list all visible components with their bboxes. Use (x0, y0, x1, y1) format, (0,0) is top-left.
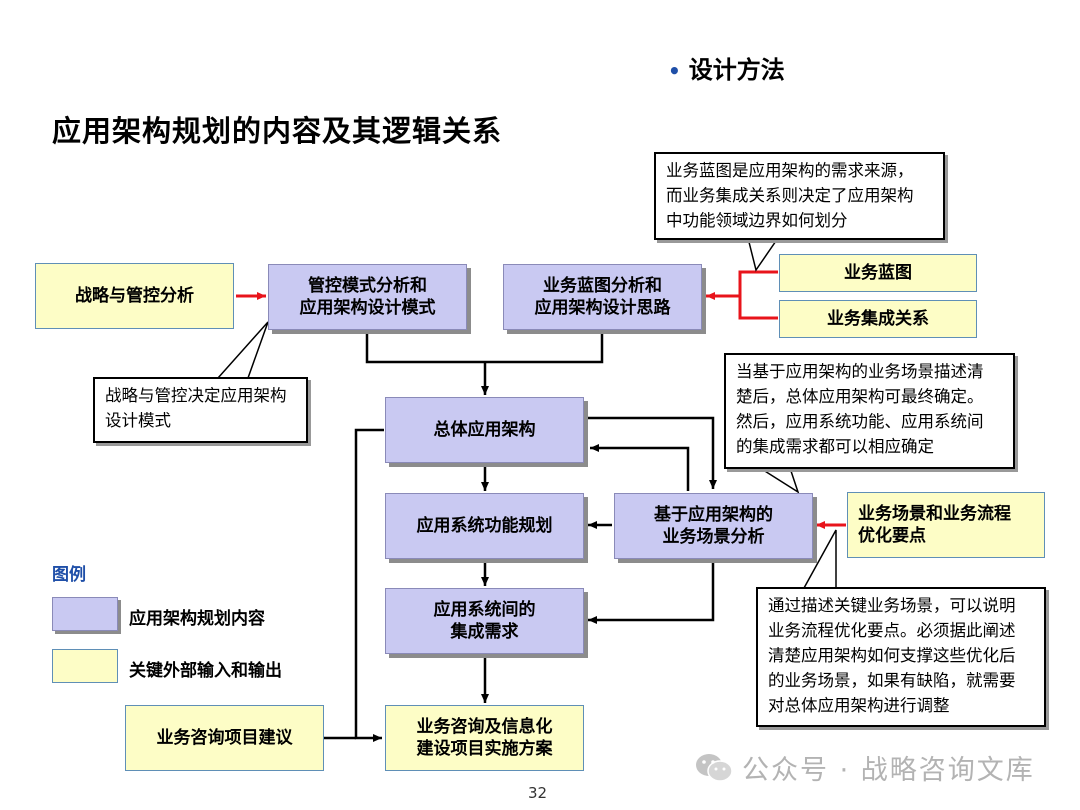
box-blueprint-analysis: 业务蓝图分析和 应用架构设计思路 (503, 264, 702, 330)
box-implementation-plan: 业务咨询及信息化 建设项目实施方案 (385, 705, 584, 771)
callout-blueprint-note: 业务蓝图是应用架构的需求来源， 而业务集成关系则决定了应用架构 中功能领域边界如… (654, 152, 945, 240)
box-overall-architecture: 总体应用架构 (385, 397, 584, 463)
page-title: 应用架构规划的内容及其逻辑关系 (52, 114, 503, 148)
callout-overall-note: 当基于应用架构的业务场景描述清 楚后，总体应用架构可最终确定。 然后，应用系统功… (724, 353, 1015, 469)
section-label-text: 设计方法 (688, 56, 785, 84)
legend-swatch-external (52, 649, 118, 683)
box-scenario-optimization: 业务场景和业务流程 优化要点 (847, 492, 1045, 558)
callout-pointer-strategy (216, 321, 269, 379)
watermark-text: 公众号 · 战略咨询文库 (742, 755, 1035, 786)
callout-scenario-note: 通过描述关键业务场景，可以说明 业务流程优化要点。必须据此阐述 清楚应用架构如何… (756, 587, 1046, 727)
legend-swatch-planning (52, 597, 118, 631)
legend-label-planning: 应用架构规划内容 (129, 609, 265, 629)
box-scenario-analysis: 基于应用架构的 业务场景分析 (614, 493, 813, 559)
box-consulting-suggestions: 业务咨询项目建议 (125, 705, 324, 771)
wechat-icon (696, 753, 733, 782)
watermark: 公众号 · 战略咨询文库 (694, 748, 1035, 787)
section-label: •设计方法 (668, 56, 785, 84)
legend-title: 图例 (52, 565, 86, 585)
callout-pointer-blueprint (747, 237, 780, 272)
box-function-planning: 应用系统功能规划 (385, 493, 584, 559)
callout-pointer-overall (757, 467, 800, 494)
box-business-integration: 业务集成关系 (779, 300, 977, 338)
box-integration-requirements: 应用系统间的 集成需求 (385, 588, 584, 654)
box-strategy-analysis: 战略与管控分析 (35, 263, 234, 329)
arrow-blueprint-inputs (738, 270, 778, 320)
arrow-top-merge (365, 331, 604, 364)
legend-label-external: 关键外部输入和输出 (129, 661, 282, 681)
page-number: 32 (528, 784, 548, 802)
box-control-mode: 管控模式分析和 应用架构设计模式 (268, 264, 467, 330)
box-business-blueprint: 业务蓝图 (779, 254, 977, 292)
callout-strategy-note: 战略与管控决定应用架构 设计模式 (93, 377, 308, 443)
